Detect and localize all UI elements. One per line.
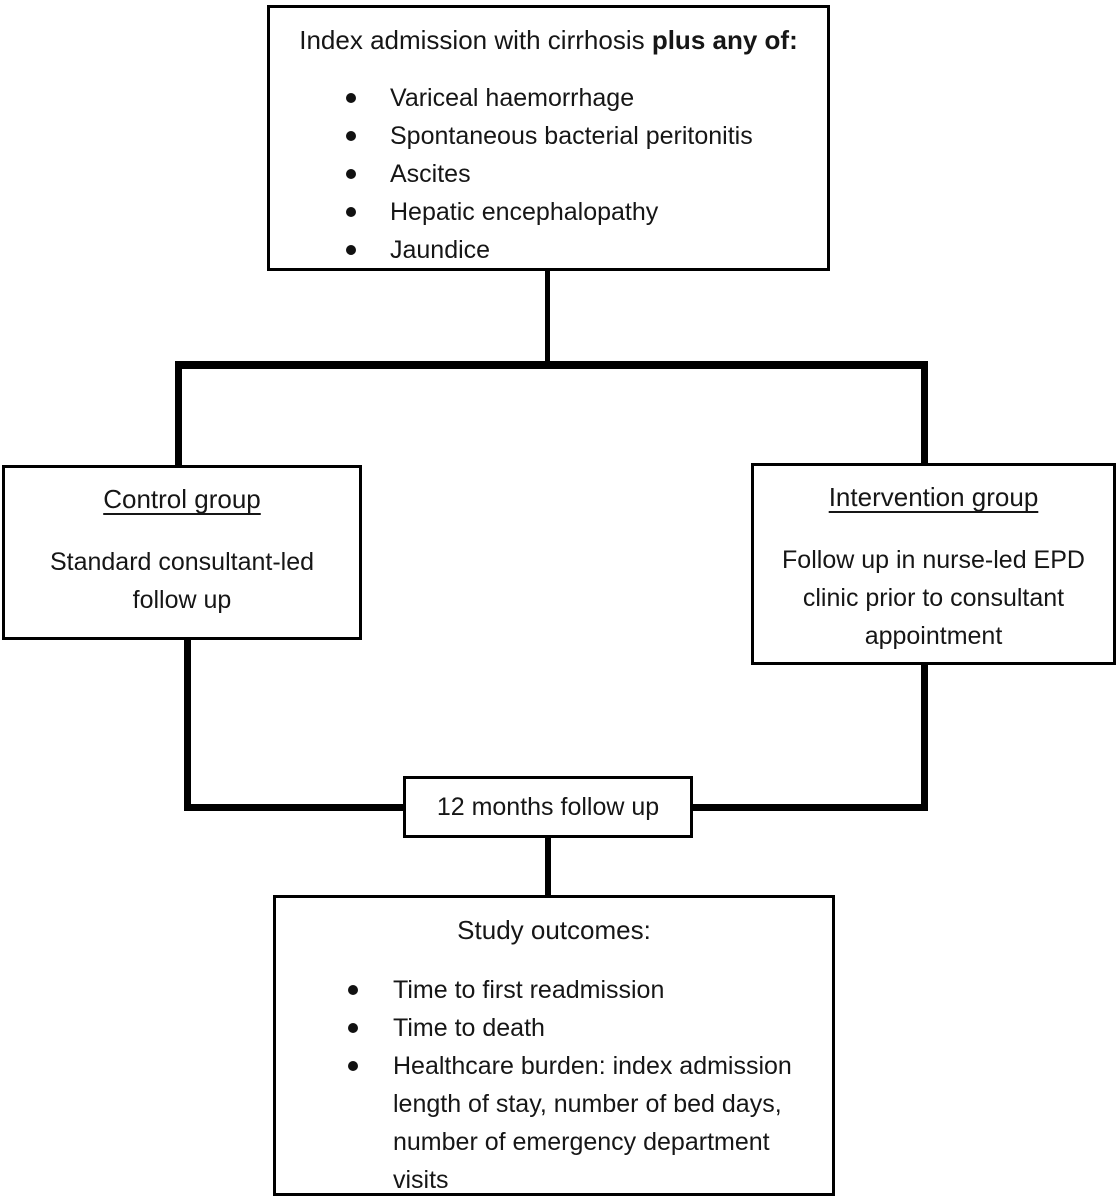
list-item: Healthcare burden: index admission lengt…	[276, 1047, 822, 1199]
index-admission-title-normal: Index admission with cirrhosis	[299, 25, 652, 55]
list-item: Variceal haemorrhage	[270, 79, 817, 117]
control-group-body: Standard consultant-led follow up	[49, 548, 315, 614]
connector-followup-to-outcomes	[545, 835, 551, 897]
list-item: Time to first readmission	[276, 971, 822, 1009]
connector-top-vertical	[545, 269, 550, 366]
index-admission-box: Index admission with cirrhosis plus any …	[267, 5, 830, 271]
control-group-heading: Control group	[103, 484, 261, 514]
intervention-group-heading: Intervention group	[828, 482, 1039, 512]
connector-branch-left-vertical	[175, 361, 182, 467]
study-outcomes-list: Time to first readmission Time to death …	[276, 971, 822, 1199]
study-outcomes-box: Study outcomes: Time to first readmissio…	[273, 895, 835, 1196]
connector-intervention-down-vertical	[921, 661, 928, 811]
index-admission-criteria-list: Variceal haemorrhage Spontaneous bacteri…	[270, 79, 817, 269]
list-item: Spontaneous bacterial peritonitis	[270, 117, 817, 155]
connector-intervention-to-followup	[690, 804, 928, 811]
list-item: Time to death	[276, 1009, 822, 1047]
connector-control-down-vertical	[184, 636, 191, 811]
study-outcomes-heading: Study outcomes:	[457, 915, 651, 945]
connector-control-to-followup	[184, 804, 406, 811]
intervention-group-box: Intervention group Follow up in nurse-le…	[751, 463, 1116, 665]
followup-label: 12 months follow up	[436, 792, 660, 821]
list-item: Hepatic encephalopathy	[270, 193, 817, 231]
index-admission-title-bold: plus any of:	[651, 25, 798, 55]
followup-box: 12 months follow up	[403, 776, 693, 838]
intervention-group-body: Follow up in nurse-led EPD clinic prior …	[782, 546, 1085, 650]
list-item: Jaundice	[270, 231, 817, 269]
index-admission-title: Index admission with cirrhosis plus any …	[270, 8, 827, 57]
connector-branch-right-vertical	[921, 361, 928, 465]
connector-branch-horizontal	[175, 361, 928, 369]
control-group-box: Control group Standard consultant-led fo…	[2, 465, 362, 640]
list-item: Ascites	[270, 155, 817, 193]
